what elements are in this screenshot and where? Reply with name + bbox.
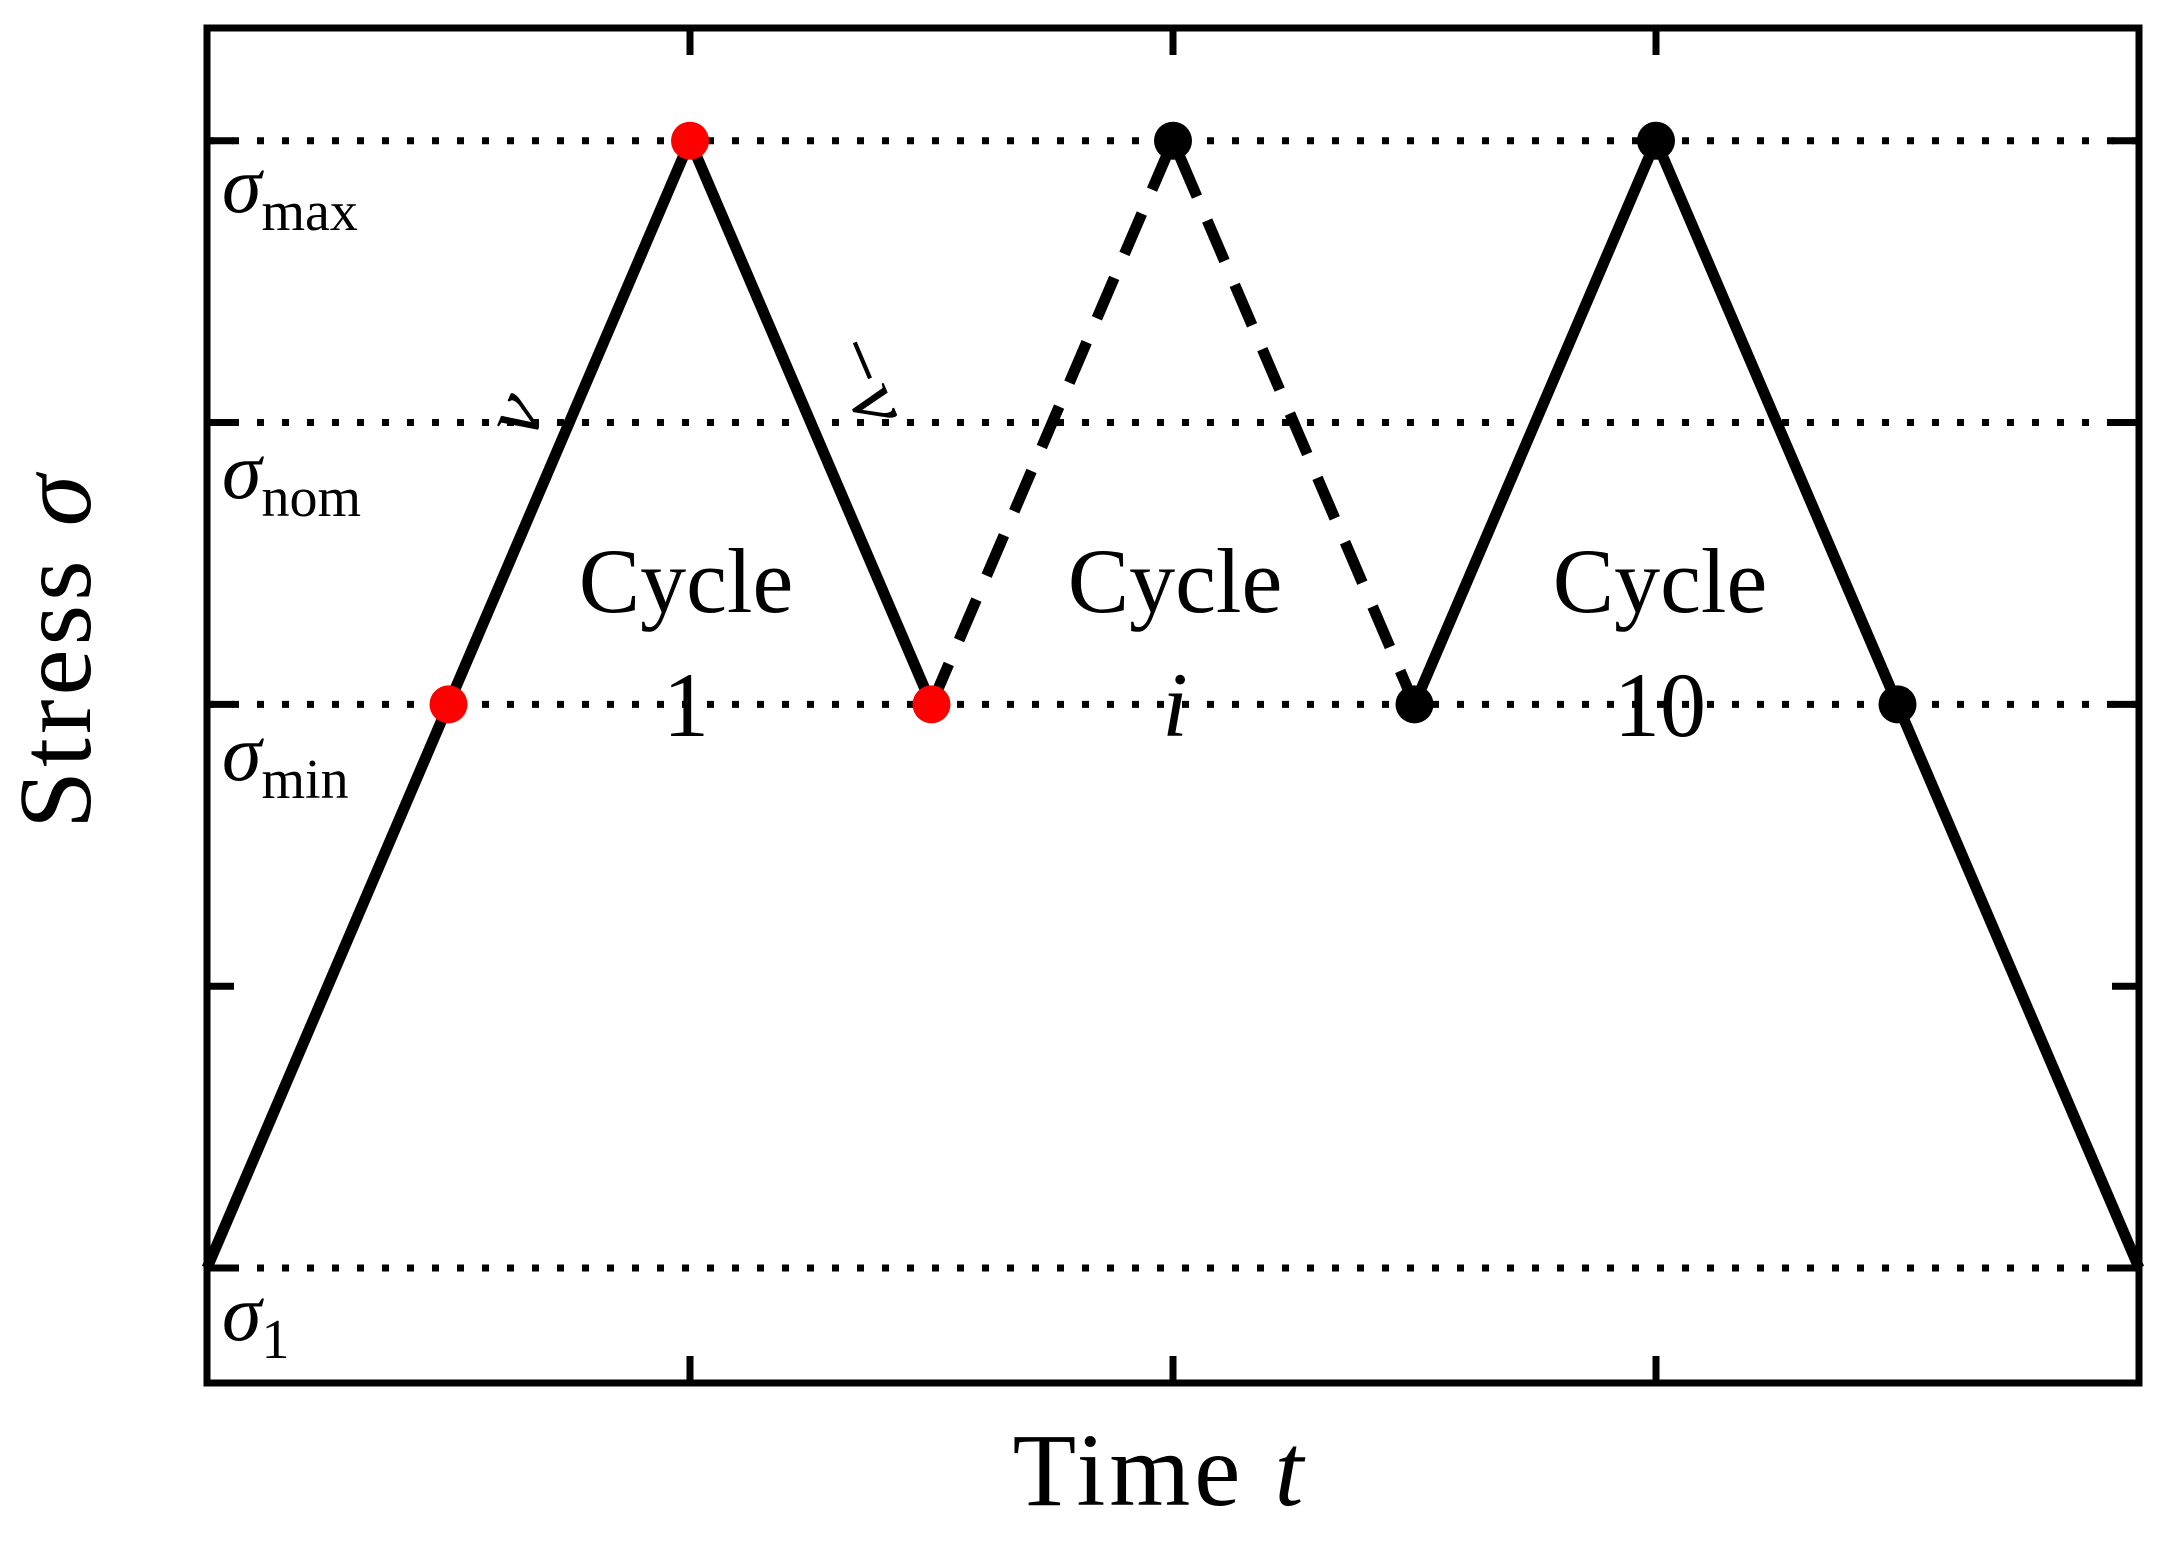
later-cycle-points (1154, 121, 1192, 160)
label-sigma-nom: σnom (222, 428, 361, 529)
label-sigma-1: σ1 (222, 1270, 289, 1371)
sigma-min-subscript: min (261, 749, 348, 811)
label-sigma-min: σmin (222, 710, 349, 811)
x-axis-label-word: Time (1013, 1413, 1245, 1528)
axis-ticks (207, 28, 2139, 1383)
slope-label-up: v (464, 378, 564, 449)
sigma-nom-symbol: σ (222, 428, 264, 516)
cycle-1-label: Cycle (579, 530, 794, 632)
y-axis-label-symbol: σ (0, 471, 113, 526)
cycle-10-number: 10 (1614, 654, 1706, 756)
sigma-nom-subscript: nom (261, 467, 361, 529)
sigma-1-symbol: σ (222, 1270, 264, 1358)
sigma-1-subscript: 1 (261, 1309, 289, 1371)
turning-points (429, 121, 1917, 724)
sigma-max-symbol: σ (222, 142, 264, 230)
later-cycle-points (1395, 685, 1434, 724)
x-axis-label-symbol: t (1274, 1413, 1307, 1528)
cycle-1-path (201, 126, 937, 1271)
y-axis-label: Stress σ (0, 471, 113, 829)
y-axis-label-word: Stress (0, 556, 113, 828)
cycle-i-path (926, 126, 1420, 707)
cycle-i-number: i (1162, 654, 1188, 756)
sigma-max-subscript: max (261, 181, 357, 243)
later-cycle-points (1637, 121, 1675, 160)
later-cycle-points (1878, 685, 1917, 724)
cycle-10-label: Cycle (1553, 530, 1768, 632)
cycle-1-number: 1 (663, 654, 709, 756)
cycle-10-path (1409, 126, 2145, 1271)
cycle-1-points (912, 685, 951, 724)
cycle-1-points (429, 685, 468, 724)
cycle-1-points (671, 121, 709, 160)
cycle-i-label: Cycle (1068, 530, 1283, 632)
sigma-min-symbol: σ (222, 710, 264, 798)
label-sigma-max: σmax (222, 142, 358, 243)
plot-border (203, 24, 2143, 1387)
